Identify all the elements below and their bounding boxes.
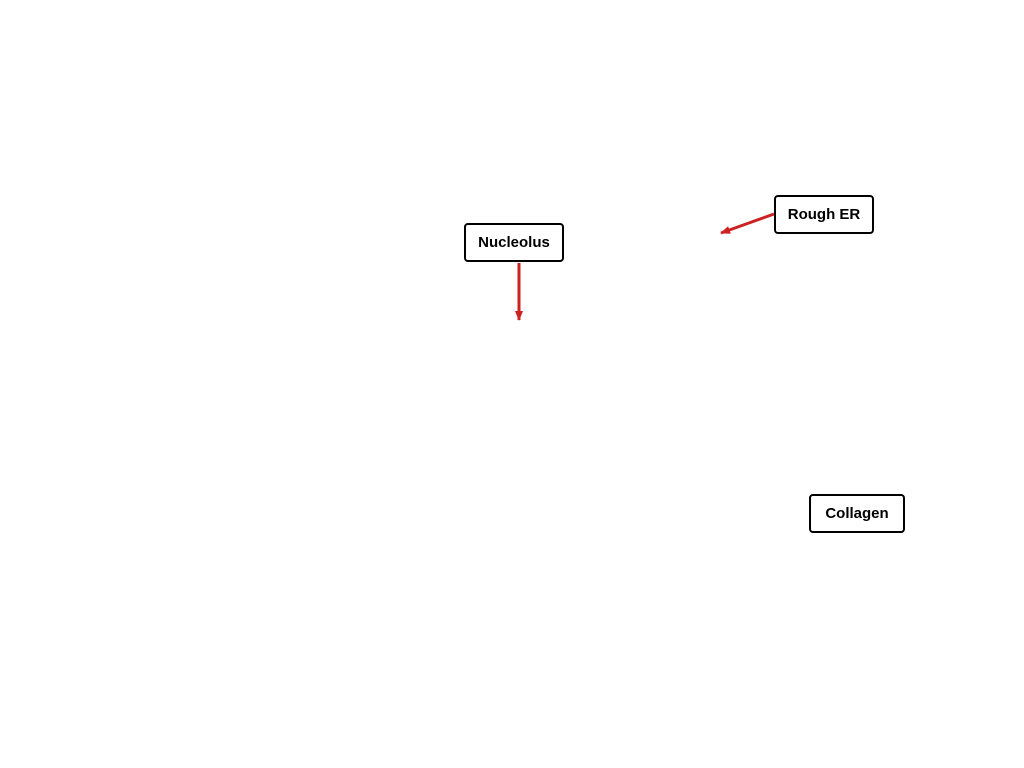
collagen-label: Collagen [809,494,905,533]
nucleolus-label: Nucleolus [464,223,564,262]
rough-er-arrow [720,212,775,235]
rough-er-label: Rough ER [774,195,874,234]
